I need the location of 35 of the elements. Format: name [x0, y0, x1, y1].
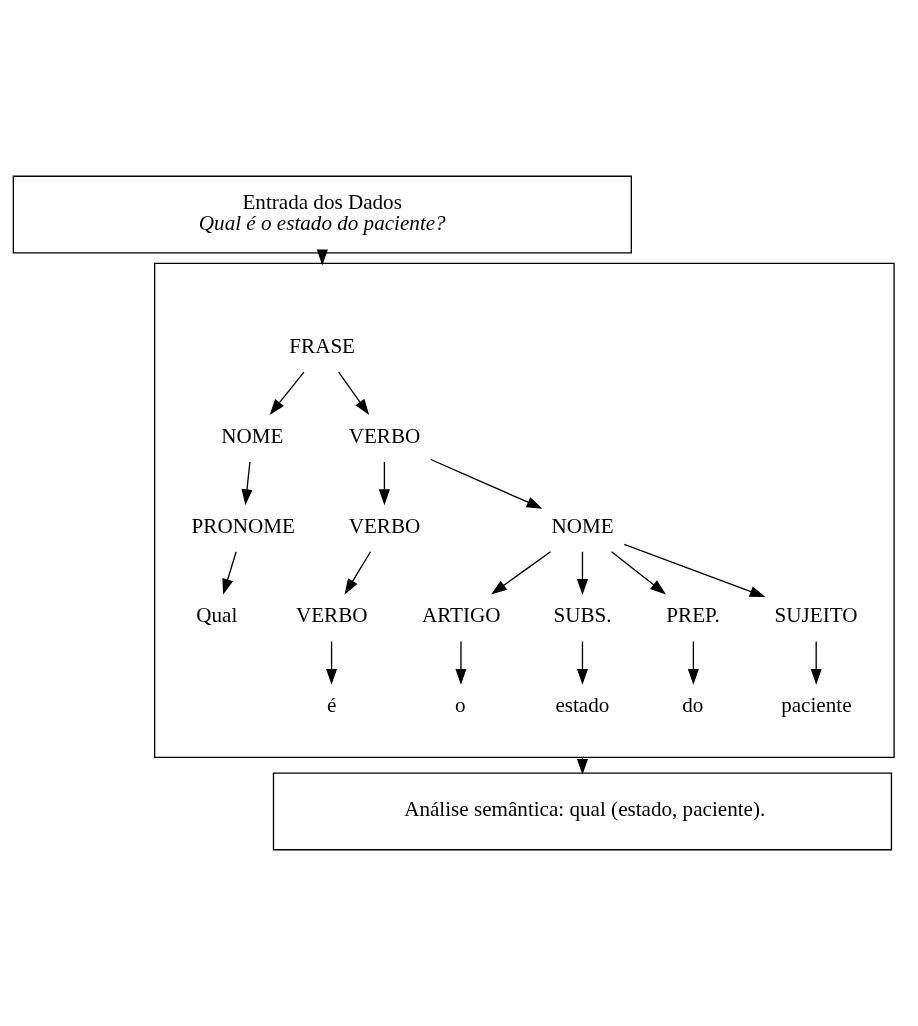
node-text: ARTIGO	[422, 603, 501, 628]
arrow	[337, 371, 370, 415]
arrow	[269, 371, 305, 415]
node-text: o	[455, 693, 466, 718]
node-text: VERBO	[348, 423, 421, 448]
node-text: FRASE	[289, 333, 356, 358]
node-text: é	[326, 693, 337, 718]
arrow	[623, 543, 766, 598]
node-text: Qual	[196, 603, 238, 628]
arrow	[326, 640, 338, 685]
arrow	[455, 640, 467, 685]
arrow	[430, 458, 543, 509]
arrow	[576, 551, 588, 595]
arrow	[576, 640, 588, 685]
node-text: VERBO	[295, 603, 368, 628]
node-text: SUJEITO	[774, 603, 858, 628]
node-text: PREP.	[666, 603, 720, 628]
arrow	[378, 461, 390, 506]
arrow	[687, 640, 699, 685]
node-text: PRONOME	[191, 513, 295, 538]
node-text: NOME	[221, 423, 284, 448]
arrow	[222, 551, 237, 595]
node-text: estado	[555, 693, 610, 718]
node-text: do	[682, 693, 704, 718]
arrow	[344, 551, 372, 595]
node-text: SUBS.	[553, 603, 612, 628]
node-text: NOME	[551, 513, 614, 538]
cluster	[153, 262, 895, 758]
arrow	[810, 640, 822, 685]
arrow	[610, 551, 666, 595]
node-text: paciente	[781, 693, 852, 718]
node-box: Análise semântica: qual (estado, paciente).	[272, 772, 893, 851]
arrow	[491, 551, 552, 595]
arrow	[241, 461, 253, 506]
node-text: VERBO	[348, 513, 421, 538]
